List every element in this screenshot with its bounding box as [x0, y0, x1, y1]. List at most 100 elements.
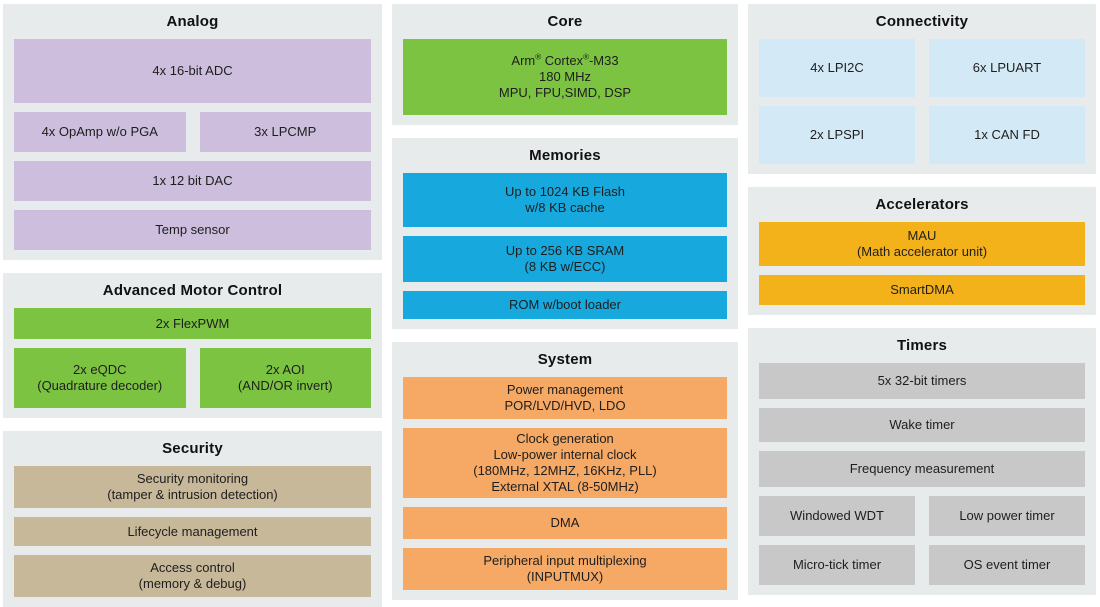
panel-title-core: Core	[547, 13, 583, 30]
block-row: Micro-tick timer OS event timer	[759, 545, 1085, 585]
block-row: Peripheral input multiplexing(INPUTMUX)	[403, 548, 727, 590]
block-text-line: Power management	[506, 382, 624, 398]
block-text-line: 2x AOI	[265, 362, 305, 378]
block-text-line: Low power timer	[959, 508, 1055, 524]
panel-title-system: System	[537, 351, 593, 368]
block-text-line: 4x 16-bit ADC	[152, 63, 233, 79]
block-mau: MAU(Math accelerator unit)	[759, 222, 1085, 266]
block-3x-lpcmp: 3x LPCMP	[199, 112, 371, 152]
column-1: Analog 4x 16-bit ADC 4x OpAmp w/o PGA 3x LP…	[3, 4, 382, 607]
block-row: 4x LPI2C 6x LPUART	[759, 39, 1085, 97]
block-row: 2x LPSPI 1x CAN FD	[759, 106, 1085, 164]
block-text-line: (Quadrature decoder)	[37, 378, 163, 393]
panel-title-analog: Analog	[166, 13, 219, 30]
block-text-line: 4x LPI2C	[810, 60, 864, 76]
block-text-line: Temp sensor	[155, 222, 230, 238]
block-6x-lpuart: 6x LPUART	[929, 39, 1085, 97]
block-row: Windowed WDT Low power timer	[759, 496, 1085, 536]
panel-title-security: Security	[162, 440, 223, 457]
block-text-line: Lifecycle management	[127, 523, 258, 539]
block-row: SmartDMA	[759, 275, 1085, 305]
block-text-line: (memory & debug)	[138, 576, 247, 591]
block-row: DMA	[403, 507, 727, 539]
block-text-line: (8 KB w/ECC)	[524, 259, 606, 274]
block-text-line: 2x eQDC	[73, 362, 127, 378]
block-dma: DMA	[403, 507, 727, 539]
block-2x-lpspi: 2x LPSPI	[759, 106, 915, 164]
block-5x-32-bit-timers: 5x 32-bit timers	[759, 363, 1085, 399]
panel-title-accelerators: Accelerators	[875, 196, 969, 213]
block-text-line: Wake timer	[889, 417, 955, 433]
block-text-line: Windowed WDT	[790, 508, 884, 524]
block-text-line: 3x LPCMP	[254, 124, 317, 140]
block-row: Access control(memory & debug)	[14, 555, 371, 597]
panel-title-advanced-motor-control: Advanced Motor Control	[102, 282, 283, 299]
block-low-power-timer: Low power timer	[929, 496, 1085, 536]
block-text-line: OS event timer	[963, 557, 1051, 573]
block-access-control: Access control(memory & debug)	[14, 555, 371, 597]
block-text-line: Up to 256 KB SRAM	[505, 243, 625, 259]
block-text-line: MAU	[907, 228, 937, 244]
block-text-line: w/8 KB cache	[525, 200, 605, 215]
block-text-line: Arm® Cortex®-M33	[511, 52, 619, 69]
panel-title-memories: Memories	[529, 147, 601, 164]
block-row: 5x 32-bit timers	[759, 363, 1085, 399]
block-text-line: 5x 32-bit timers	[877, 373, 967, 389]
block-text-line: Peripheral input multiplexing	[483, 553, 647, 569]
block-text-line: (tamper & intrusion detection)	[107, 487, 278, 502]
block-2x-flexpwm: 2x FlexPWM	[14, 308, 371, 339]
block-row: MAU(Math accelerator unit)	[759, 222, 1085, 266]
panel-title-connectivity: Connectivity	[875, 13, 969, 30]
block-rom-w-boot-loader: ROM w/boot loader	[403, 291, 727, 319]
block-micro-tick-timer: Micro-tick timer	[759, 545, 915, 585]
block-row: 2x FlexPWM	[14, 308, 371, 339]
block-text-line: Micro-tick timer	[792, 557, 882, 573]
block-os-event-timer: OS event timer	[929, 545, 1085, 585]
block-text-line: ROM w/boot loader	[509, 297, 621, 313]
block-up-to-256-kb-sram: Up to 256 KB SRAM(8 KB w/ECC)	[403, 236, 727, 282]
block-text-line: 4x OpAmp w/o PGA	[41, 124, 158, 140]
block-text-line: (180MHz, 12MHZ, 16KHz, PLL)	[473, 463, 657, 478]
block-frequency-measurement: Frequency measurement	[759, 451, 1085, 487]
block-row: 4x 16-bit ADC	[14, 39, 371, 103]
block-text-line: Clock generation	[516, 431, 614, 447]
block-row: Frequency measurement	[759, 451, 1085, 487]
block-row: 2x eQDC(Quadrature decoder)2x AOI(AND/OR…	[14, 348, 371, 408]
block-text-line: Access control	[150, 560, 235, 576]
block-text-line: MPU, FPU,SIMD, DSP	[498, 84, 632, 100]
block-text-line: Up to 1024 KB Flash	[505, 184, 625, 200]
block-4x-opamp-w-o-pga: 4x OpAmp w/o PGA	[14, 112, 186, 152]
block-2x-eqdc: 2x eQDC(Quadrature decoder)	[14, 348, 186, 408]
block-wake-timer: Wake timer	[759, 408, 1085, 442]
block-text-line: 1x 12 bit DAC	[152, 173, 233, 189]
block-text-line: Security monitoring	[136, 471, 249, 487]
block-security-monitoring: Security monitoring(tamper & intrusion d…	[14, 466, 371, 508]
block-row: Up to 256 KB SRAM(8 KB w/ECC)	[403, 236, 727, 282]
block-text-line: 180 MHz	[538, 69, 592, 85]
block-text-line: DMA	[550, 515, 580, 531]
block-text-line: Frequency measurement	[849, 461, 995, 477]
block-row: ROM w/boot loader	[403, 291, 727, 319]
block-row: Security monitoring(tamper & intrusion d…	[14, 466, 371, 508]
block-text-line: (AND/OR invert)	[237, 378, 333, 393]
block-text-line: Low-power internal clock	[493, 447, 637, 463]
block-2x-aoi: 2x AOI(AND/OR invert)	[199, 348, 371, 408]
block-text-line: 1x CAN FD	[974, 127, 1040, 143]
panel-analog: Analog 4x 16-bit ADC 4x OpAmp w/o PGA 3x LP…	[3, 4, 382, 260]
block-peripheral-input-multiplexing: Peripheral input multiplexing(INPUTMUX)	[403, 548, 727, 590]
